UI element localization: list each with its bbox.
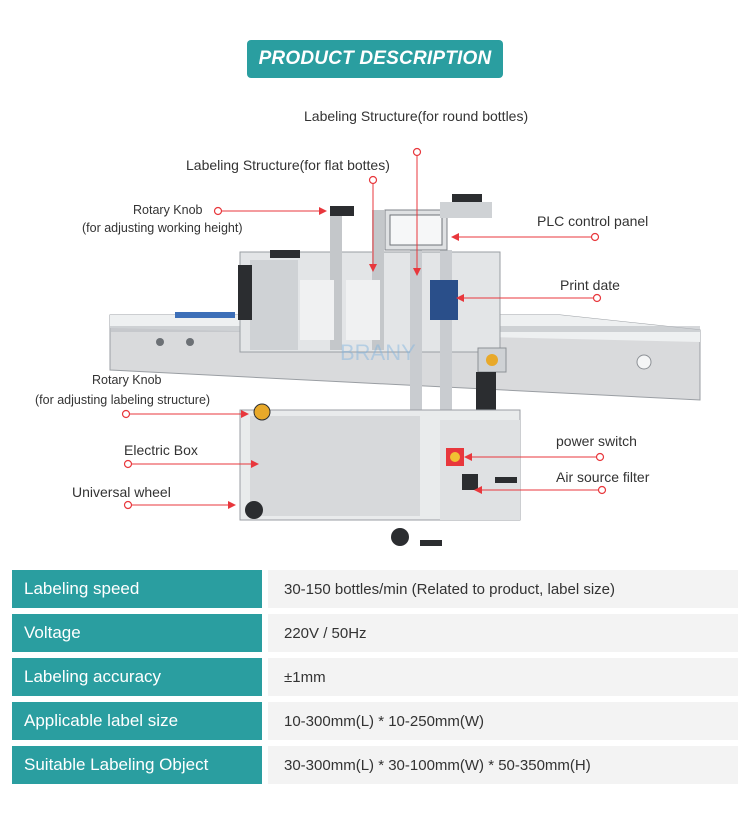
callout-dots [121,147,607,510]
spec-row: Voltage 220V / 50Hz [12,614,738,652]
callout-air-filter: Air source filter [556,469,650,485]
wheels [245,477,517,546]
section-title-badge: PRODUCT DESCRIPTION [247,40,503,78]
callout-arrowheads [228,207,482,509]
spec-value: 30-150 bottles/min (Related to product, … [268,570,738,608]
plc-panel [384,202,492,251]
spec-row: Suitable Labeling Object 30-300mm(L) * 3… [12,746,738,784]
spec-value: 220V / 50Hz [268,614,738,652]
spec-row: Applicable label size 10-300mm(L) * 10-2… [12,702,738,740]
callout-rotary-knob-structure: Rotary Knob [92,373,162,387]
watermark-logo: BRANY [340,340,416,365]
rotary-knob-structure [253,403,271,421]
callout-round-bottles: Labeling Structure(for round bottles) [304,108,529,124]
spec-key: Labeling speed [12,570,262,608]
labeling-machine-illustration: BRANY [109,147,701,546]
spec-row: Labeling speed 30-150 bottles/min (Relat… [12,570,738,608]
callout-rotary-knob-structure-sub: (for adjusting labeling structure) [35,393,211,407]
callout-lines [126,152,599,506]
electric-box-body [239,409,521,521]
spec-value: ±1mm [268,658,738,696]
spec-key: Suitable Labeling Object [12,746,262,784]
spec-table: Labeling speed 30-150 bottles/min (Relat… [12,570,738,790]
spec-value: 30-300mm(L) * 30-100mm(W) * 50-350mm(H) [268,746,738,784]
callout-rotary-knob-height-sub: (for adjusting working height) [82,221,243,235]
date-printer [430,280,458,320]
callout-electric-box: Electric Box [124,442,198,458]
callout-power-switch: power switch [556,433,637,449]
callout-plc-panel: PLC control panel [537,213,649,229]
machine-diagram: BRANY [0,90,750,560]
spec-key: Labeling accuracy [12,658,262,696]
section-title: PRODUCT DESCRIPTION [258,48,492,69]
spec-row: Labeling accuracy ±1mm [12,658,738,696]
spec-value: 10-300mm(L) * 10-250mm(W) [268,702,738,740]
spec-key: Voltage [12,614,262,652]
spec-key: Applicable label size [12,702,262,740]
callout-universal-wheel: Universal wheel [72,484,171,500]
callout-flat-bottles: Labeling Structure(for flat bottes) [186,157,390,173]
callout-rotary-knob-height: Rotary Knob [133,203,203,217]
callout-print-date: Print date [560,277,620,293]
